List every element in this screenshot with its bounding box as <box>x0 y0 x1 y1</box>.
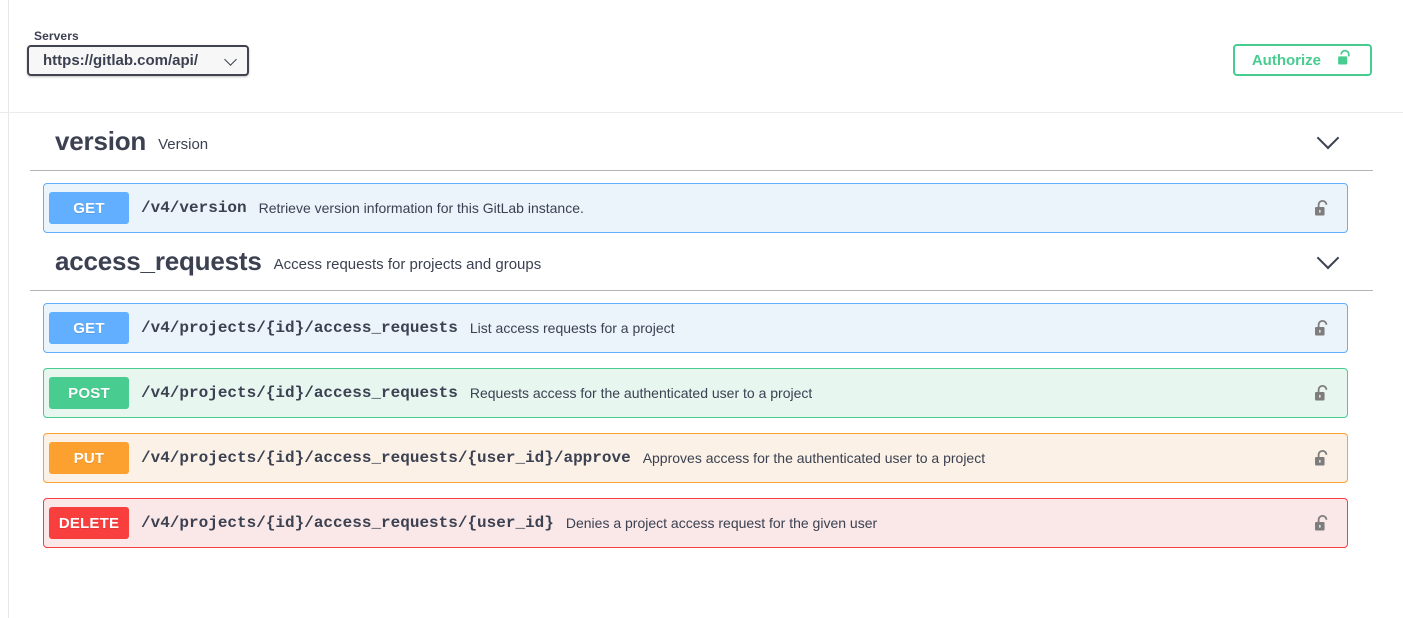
operation-path: /v4/version <box>141 199 247 217</box>
chevron-down-icon[interactable] <box>1316 126 1340 149</box>
unlock-icon[interactable] <box>1314 449 1331 468</box>
operation-row-post[interactable]: POST/v4/projects/{id}/access_requests Req… <box>43 368 1348 418</box>
authorize-button[interactable]: Authorize <box>1232 44 1372 76</box>
operation-summary: Denies a project access request for the … <box>565 515 878 531</box>
operation-summary: Approves access for the authenticated us… <box>642 450 986 466</box>
tag-header-version[interactable]: version Version <box>30 113 1373 171</box>
tag-header-access_requests[interactable]: access_requests Access requests for proje… <box>30 233 1373 291</box>
server-select-value: https://gitlab.com/api/ <box>43 52 199 69</box>
operation-summary: List access requests for a project <box>469 320 675 336</box>
tag-name: version <box>55 126 147 156</box>
operation-row-get[interactable]: GET/v4/projects/{id}/access_requests List… <box>43 303 1348 353</box>
left-edge-rail <box>8 0 9 618</box>
operation-path: /v4/projects/{id}/access_requests/{user_… <box>141 449 631 467</box>
tag-name: access_requests <box>55 246 262 276</box>
operation-path: /v4/projects/{id}/access_requests <box>141 384 458 402</box>
operation-list: GET/v4/version Retrieve version informati… <box>30 183 1373 233</box>
chevron-down-icon <box>224 52 237 66</box>
server-select[interactable]: https://gitlab.com/api/ <box>27 45 249 76</box>
unlock-icon[interactable] <box>1314 199 1331 218</box>
authorize-button-label: Authorize <box>1251 51 1321 69</box>
unlock-icon[interactable] <box>1314 514 1331 533</box>
unlock-icon[interactable] <box>1314 319 1331 338</box>
unlock-icon <box>1337 49 1353 71</box>
tag-description: Version <box>158 136 209 153</box>
http-method-badge: PUT <box>49 442 129 474</box>
servers-label: Servers <box>34 29 79 43</box>
operation-summary: Requests access for the authenticated us… <box>469 385 813 401</box>
http-method-badge: DELETE <box>49 507 129 539</box>
tag-section: access_requests Access requests for proje… <box>30 233 1373 548</box>
chevron-down-icon[interactable] <box>1316 246 1340 269</box>
operation-path: /v4/projects/{id}/access_requests <box>141 319 458 337</box>
servers-block: Servers https://gitlab.com/api/ <box>27 29 249 76</box>
operation-summary: Retrieve version information for this Gi… <box>258 200 584 216</box>
operation-row-get[interactable]: GET/v4/version Retrieve version informati… <box>43 183 1348 233</box>
http-method-badge: GET <box>49 192 129 224</box>
operation-path: /v4/projects/{id}/access_requests/{user_… <box>141 514 554 532</box>
tag-description: Access requests for projects and groups <box>273 256 542 273</box>
operation-row-delete[interactable]: DELETE/v4/projects/{id}/access_requests/… <box>43 498 1348 548</box>
operation-list: GET/v4/projects/{id}/access_requests List… <box>30 303 1373 548</box>
http-method-badge: GET <box>49 312 129 344</box>
operation-row-put[interactable]: PUT/v4/projects/{id}/access_requests/{us… <box>43 433 1348 483</box>
scheme-bar: Servers https://gitlab.com/api/ Authoriz… <box>0 0 1403 113</box>
unlock-icon[interactable] <box>1314 384 1331 403</box>
http-method-badge: POST <box>49 377 129 409</box>
